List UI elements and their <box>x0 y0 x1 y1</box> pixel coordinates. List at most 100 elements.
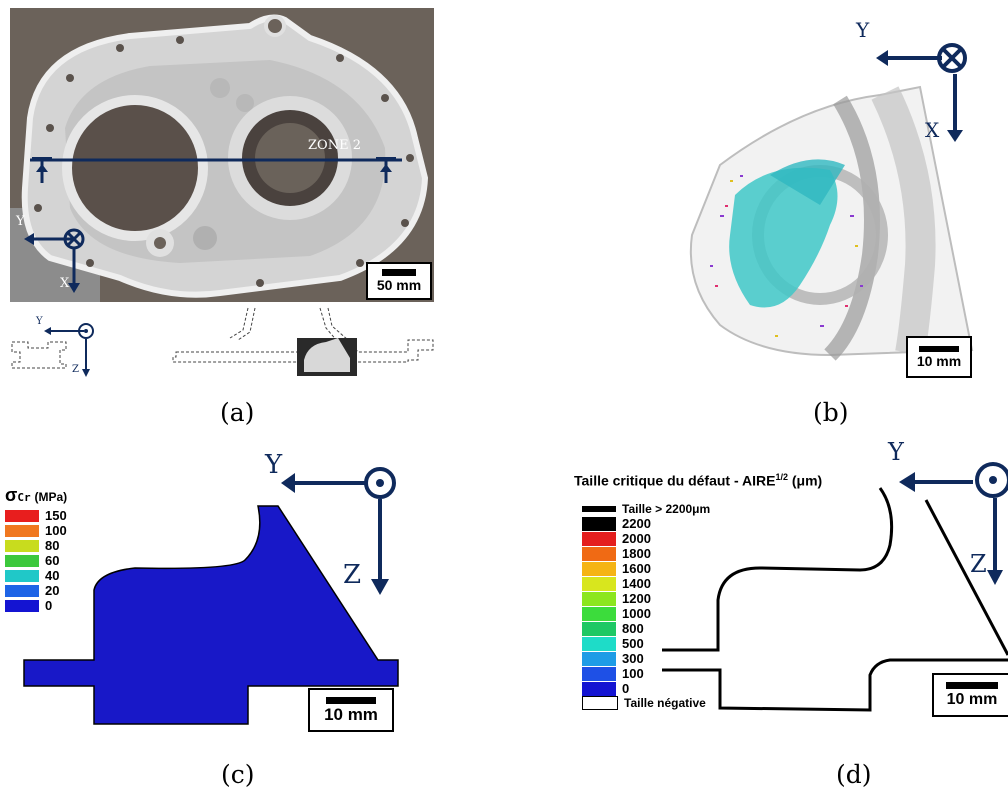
legend-d-swatch <box>582 561 616 576</box>
legend-c-swatch <box>5 539 39 552</box>
legend-d-swatch <box>582 606 616 621</box>
legend-d-label: 1600 <box>622 561 651 576</box>
panel-a: ZONE 2 Y X 50 mm Y Z <box>0 0 500 430</box>
legend-c-label: 0 <box>45 598 53 613</box>
legend-d-label: 0 <box>622 681 630 696</box>
legend-d-label: 1800 <box>622 546 651 561</box>
axis-y-label-d: Y <box>888 438 904 466</box>
legend-d-row: 2200 <box>582 516 710 531</box>
legend-c-swatch <box>5 599 39 612</box>
panel-d: Taille critique du défaut - AIRE1/2 (μm)… <box>500 430 1008 797</box>
legend-d-row: 800 <box>582 621 710 636</box>
scale-bar-c: 10 mm <box>308 688 394 732</box>
legend-d-row: 0 <box>582 681 710 696</box>
legend-d-row: 300 <box>582 651 710 666</box>
legend-c-row: 40 <box>5 568 67 583</box>
caption-c: (c) <box>221 760 255 789</box>
casting-photo <box>10 8 434 302</box>
legend-d-label: 500 <box>622 636 644 651</box>
caption-a: (a) <box>220 398 255 427</box>
legend-c-row: 100 <box>5 523 67 538</box>
legend-d-bottom-label: Taille négative <box>624 696 706 710</box>
legend-d-title-text: Taille critique du défaut - AIRE <box>574 472 776 489</box>
caption-d: (d) <box>836 760 872 789</box>
axis-triad-d <box>899 462 1008 585</box>
legend-d-swatch <box>582 516 616 531</box>
legend-d-label: 300 <box>622 651 644 666</box>
scale-bar-50mm: 50 mm <box>366 262 432 300</box>
legend-d-label: 800 <box>622 621 644 636</box>
stress-section-map <box>23 505 399 725</box>
legend-d-row: 1400 <box>582 576 710 591</box>
axis-y-label: Y <box>16 214 25 229</box>
section-schematic <box>11 307 434 376</box>
axis-x-label: X <box>60 276 70 291</box>
legend-c-row: 0 <box>5 598 67 613</box>
legend-c-subscript: Cr <box>17 491 31 504</box>
axis-z-label-c: Z <box>343 560 362 590</box>
legend-d-row: 2000 <box>582 531 710 546</box>
panel-b: Y X 10 mm (b) <box>500 0 1008 430</box>
legend-d-title: Taille critique du défaut - AIRE1/2 (μm) <box>574 472 822 489</box>
scale-bar-d: 10 mm <box>932 673 1008 717</box>
legend-d-swatch <box>582 636 616 651</box>
critical-size-outline <box>662 487 1008 712</box>
legend-c-label: 60 <box>45 553 60 568</box>
axis-z-label-d: Z <box>970 550 987 578</box>
legend-c-swatch <box>5 569 39 582</box>
axis-x-label-b: X <box>925 118 940 142</box>
axis-y-label-c: Y <box>265 450 283 480</box>
legend-d-row: 1600 <box>582 561 710 576</box>
legend-d-swatch <box>582 546 616 561</box>
legend-d-label: 2000 <box>622 531 651 546</box>
legend-c-row: 80 <box>5 538 67 553</box>
legend-d-swatch <box>582 576 616 591</box>
legend-c-label: 150 <box>45 508 67 523</box>
legend-d-swatch <box>582 591 616 606</box>
legend-d-title-unit: (μm) <box>791 472 823 489</box>
legend-d-title-sup: 1/2 <box>775 472 788 482</box>
legend-d-bottom: Taille négative <box>582 696 710 710</box>
legend-d-swatch <box>582 531 616 546</box>
legend-d-top-label: Taille > 2200μm <box>622 502 711 516</box>
legend-c-symbol: σ <box>5 485 18 505</box>
legend-d-label: 1200 <box>622 591 651 606</box>
legend-c-row: 60 <box>5 553 67 568</box>
legend-c-swatch <box>5 584 39 597</box>
axis-triad-main <box>24 228 85 293</box>
legend-c-unit: (MPa) <box>34 490 68 504</box>
legend-d-row: 1000 <box>582 606 710 621</box>
caption-b: (b) <box>813 398 849 427</box>
legend-c-swatch <box>5 509 39 522</box>
zone-section-line <box>30 157 402 183</box>
legend-d-row: 100 <box>582 666 710 681</box>
legend-c-label: 80 <box>45 538 60 553</box>
legend-d-label: 1400 <box>622 576 651 591</box>
axis-triad-small <box>44 323 94 377</box>
legend-c-label: 40 <box>45 568 60 583</box>
axis-y-label-b: Y <box>856 18 870 42</box>
legend-d-swatch <box>582 666 616 681</box>
axis-triad-b <box>876 43 967 142</box>
legend-c-label: 20 <box>45 583 60 598</box>
legend-d-label: 1000 <box>622 606 651 621</box>
ct-render <box>689 85 974 361</box>
legend-d-label: 100 <box>622 666 644 681</box>
legend-d-swatch <box>582 681 616 696</box>
legend-c-row: 20 <box>5 583 67 598</box>
legend-d-top: Taille > 2200μm <box>582 502 710 516</box>
legend-c-swatch <box>5 524 39 537</box>
legend-d-label: 2200 <box>622 516 651 531</box>
small-axis-y-label: Y <box>36 316 43 327</box>
legend-d-row: 500 <box>582 636 710 651</box>
scale-bar-b: 10 mm <box>906 336 972 378</box>
legend-d-swatch <box>582 621 616 636</box>
legend-d-row: 1800 <box>582 546 710 561</box>
axis-triad-c <box>281 467 396 595</box>
legend-d-swatch <box>582 651 616 666</box>
